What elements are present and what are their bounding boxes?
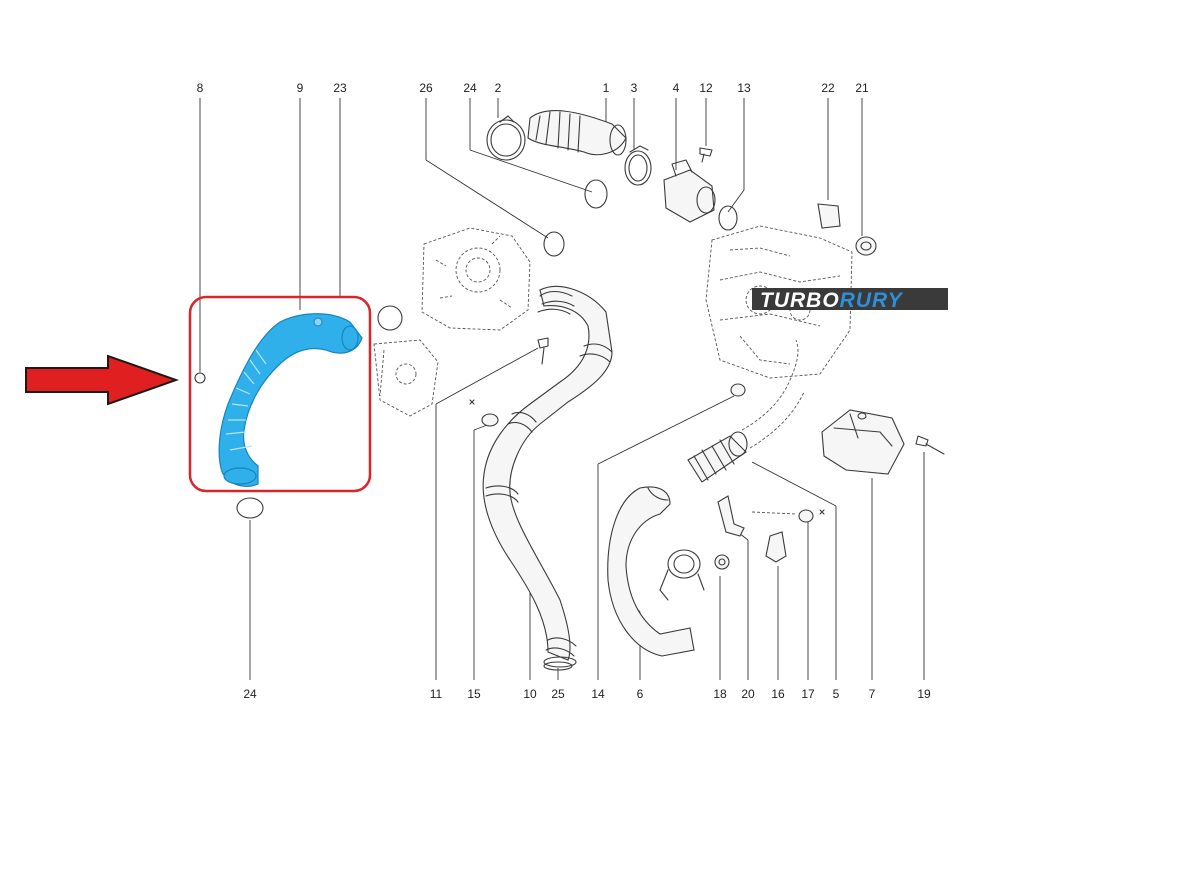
part-21-cap (855, 236, 877, 256)
part-23-oring (377, 305, 403, 331)
part-26-oring (543, 231, 565, 257)
part-6-intercooler-pipe (607, 486, 705, 657)
callout-bottom-15: 15 (467, 687, 481, 701)
callout-bottom-18: 18 (713, 687, 727, 701)
part-9-highlighted-hose[interactable] (218, 313, 363, 487)
part-3-clamp (624, 145, 652, 186)
part-7-cover (821, 409, 905, 475)
callout-bottom-11: 11 (430, 687, 443, 701)
callout-bottom-20: 20 (741, 687, 755, 701)
part-18-grommet (714, 554, 730, 570)
part-25-oring (543, 661, 573, 671)
callout-bottom-14: 14 (591, 687, 605, 701)
callout-bottom-6: 6 (637, 687, 644, 701)
parts-line-art (194, 110, 945, 671)
callout-top-3: 3 (631, 81, 638, 95)
callout-top-13: 13 (737, 81, 751, 95)
callout-top-8: 8 (197, 81, 204, 95)
part-16-bracket (765, 531, 787, 563)
callout-bottom-24: 24 (243, 687, 257, 701)
highlight-box (188, 295, 372, 493)
brand-logo: TURBORURY (752, 288, 948, 312)
part-22-tag (817, 203, 841, 229)
part-11-screw (537, 337, 549, 365)
callout-top-26: 26 (419, 81, 433, 95)
hose-9-inlet (223, 467, 257, 485)
callout-top-21: 21 (855, 81, 869, 95)
logo-text-part2: RURY (840, 289, 904, 312)
part-19-bolt (915, 435, 945, 455)
callout-top-24: 24 (463, 81, 477, 95)
part-24-oring-top (584, 179, 608, 209)
part-24-oring-bottom (236, 497, 264, 519)
part-1-intake-hose (527, 110, 627, 156)
svg-text:TURBORURY: TURBORURY (760, 289, 904, 312)
hose-9-ribs (225, 349, 267, 451)
callout-top-12: 12 (699, 81, 713, 95)
callout-bottom-19: 19 (917, 687, 931, 701)
part-10-intercooler-pipe (482, 285, 613, 668)
callout-labels-bottom: 24 11 15 10 25 14 6 18 20 16 17 5 7 19 (243, 687, 931, 701)
part-4-maf-sensor (663, 159, 716, 223)
part-14-washer (730, 383, 746, 397)
callout-bottom-16: 16 (771, 687, 785, 701)
callout-top-2: 2 (495, 81, 502, 95)
callout-bottom-7: 7 (869, 687, 876, 701)
callout-top-23: 23 (333, 81, 347, 95)
hose-9-port (313, 317, 323, 327)
part-15-bolt (469, 399, 499, 427)
part-17-nut (751, 509, 825, 523)
hose-9-outlet (341, 325, 359, 351)
hose-9-body[interactable] (218, 313, 363, 487)
turbo-housing (373, 227, 531, 417)
callout-top-1: 1 (603, 81, 610, 95)
part-20-bracket (717, 495, 745, 537)
callout-top-22: 22 (821, 81, 835, 95)
part-5-coupling (687, 339, 805, 483)
callout-top-9: 9 (297, 81, 304, 95)
callout-bottom-25: 25 (551, 687, 565, 701)
pointer-arrow (25, 354, 180, 406)
callout-bottom-10: 10 (523, 687, 537, 701)
part-13-oring (718, 205, 738, 231)
callout-bottom-5: 5 (833, 687, 840, 701)
part-8-clip (194, 372, 206, 384)
part-12-screw (699, 147, 713, 163)
callout-top-4: 4 (673, 81, 680, 95)
callout-bottom-17: 17 (801, 687, 815, 701)
logo-text-part1: TURBO (760, 289, 840, 312)
part-2-clamp (486, 115, 526, 161)
